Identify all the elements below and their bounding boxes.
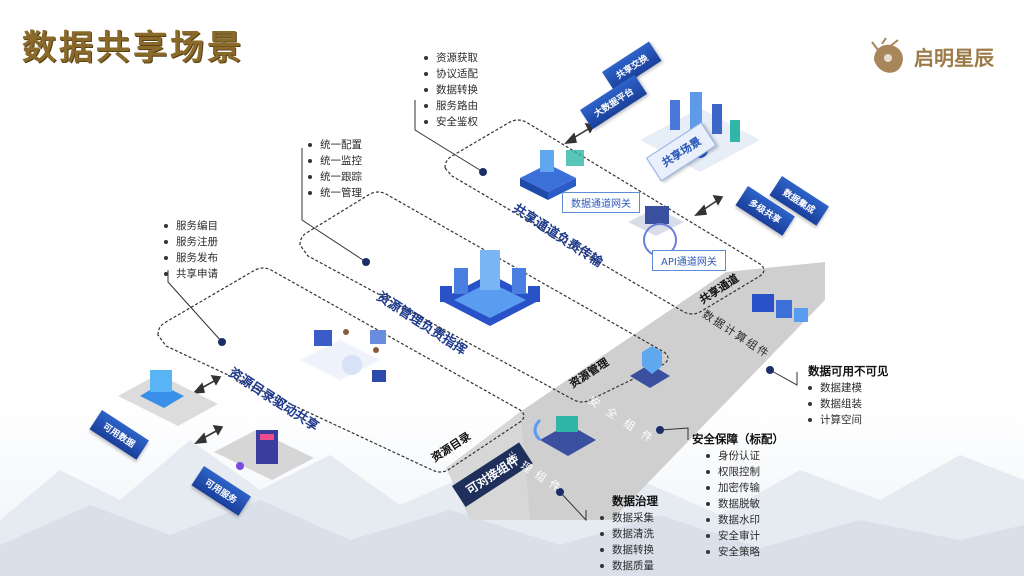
connector-dot bbox=[362, 258, 370, 266]
compute-server-icon bbox=[752, 294, 808, 322]
connector-dot bbox=[656, 426, 664, 434]
connector-catalog bbox=[167, 270, 223, 343]
gateway-server-icon bbox=[520, 150, 584, 200]
list-item: 数据建模 bbox=[820, 382, 862, 394]
connector-dot bbox=[479, 168, 487, 176]
data-gateway-label: 数据通道网关 bbox=[562, 192, 640, 213]
list-item: 加密传输 bbox=[718, 482, 760, 494]
list-item: 数据清洗 bbox=[612, 528, 654, 540]
qiming-logo-icon bbox=[871, 37, 903, 73]
list-item: 协议适配 bbox=[436, 68, 478, 80]
layer-mgmt-outline bbox=[299, 191, 669, 403]
list-item: 数据转换 bbox=[612, 544, 654, 556]
resource-catalog-list: 服务编目 服务注册 服务发布 共享申请 bbox=[164, 218, 218, 282]
layer-catalog-outline bbox=[157, 267, 525, 473]
list-item: 数据脱敏 bbox=[718, 498, 760, 510]
list-item: 统一管理 bbox=[320, 187, 362, 199]
list-item: 数据采集 bbox=[612, 512, 654, 524]
compute-panel: 数据可用不可见 数据建模 数据组装 计算空间 bbox=[808, 362, 889, 428]
list-item: 安全鉴权 bbox=[436, 116, 478, 128]
governance-panel-heading: 数据治理 bbox=[612, 494, 658, 508]
connector-dot bbox=[766, 366, 774, 374]
connector-dot bbox=[556, 488, 564, 496]
component-strip bbox=[520, 262, 825, 520]
logo-text: 启明星辰 bbox=[914, 45, 994, 70]
list-item: 服务编目 bbox=[176, 220, 218, 232]
list-item: 安全策略 bbox=[718, 546, 760, 558]
api-gateway-label: API通道网关 bbox=[652, 250, 726, 271]
list-item: 权限控制 bbox=[718, 466, 760, 478]
catalog-people-icon bbox=[300, 329, 386, 382]
list-item: 数据水印 bbox=[718, 514, 760, 526]
list-item: 统一配置 bbox=[320, 139, 362, 151]
governance-monitor-icon bbox=[533, 416, 596, 456]
list-item: 服务路由 bbox=[436, 100, 478, 112]
available-service-plate bbox=[214, 430, 314, 480]
list-item: 数据转换 bbox=[436, 84, 478, 96]
brand-logo: 启明星辰 bbox=[868, 36, 994, 76]
list-item: 共享申请 bbox=[176, 268, 218, 280]
list-item: 身份认证 bbox=[718, 450, 760, 462]
connector-mgmt bbox=[301, 148, 367, 263]
compute-panel-heading: 数据可用不可见 bbox=[808, 364, 889, 378]
list-item: 计算空间 bbox=[820, 414, 862, 426]
connector-shared bbox=[414, 100, 484, 173]
layer-shared-outline bbox=[444, 119, 765, 315]
list-item: 数据组装 bbox=[820, 398, 862, 410]
security-panel: 安全保障（标配） 身份认证 权限控制 加密传输 数据脱敏 数据水印 安全审计 安… bbox=[692, 430, 784, 560]
connector-security bbox=[659, 427, 689, 440]
page-title: 数据共享场景 bbox=[22, 28, 244, 68]
resource-hub-icon bbox=[440, 250, 540, 326]
list-item: 统一跟踪 bbox=[320, 171, 362, 183]
security-shield-icon bbox=[630, 346, 670, 388]
list-item: 服务发布 bbox=[176, 252, 218, 264]
security-panel-heading: 安全保障（标配） bbox=[692, 432, 784, 446]
list-item: 统一监控 bbox=[320, 155, 362, 167]
list-item: 数据质量 bbox=[612, 560, 654, 572]
governance-panel: 数据治理 数据采集 数据清洗 数据转换 数据质量 bbox=[600, 492, 658, 574]
available-data-plate bbox=[118, 370, 218, 426]
connector-compute bbox=[769, 369, 798, 386]
api-gateway-icon bbox=[628, 206, 684, 257]
shared-channel-list: 资源获取 协议适配 数据转换 服务路由 安全鉴权 bbox=[424, 50, 478, 130]
list-item: 资源获取 bbox=[436, 52, 478, 64]
resource-mgmt-list: 统一配置 统一监控 统一跟踪 统一管理 bbox=[308, 137, 362, 201]
connector-governance bbox=[559, 491, 587, 522]
list-item: 安全审计 bbox=[718, 530, 760, 542]
list-item: 服务注册 bbox=[176, 236, 218, 248]
connector-dot bbox=[218, 338, 226, 346]
